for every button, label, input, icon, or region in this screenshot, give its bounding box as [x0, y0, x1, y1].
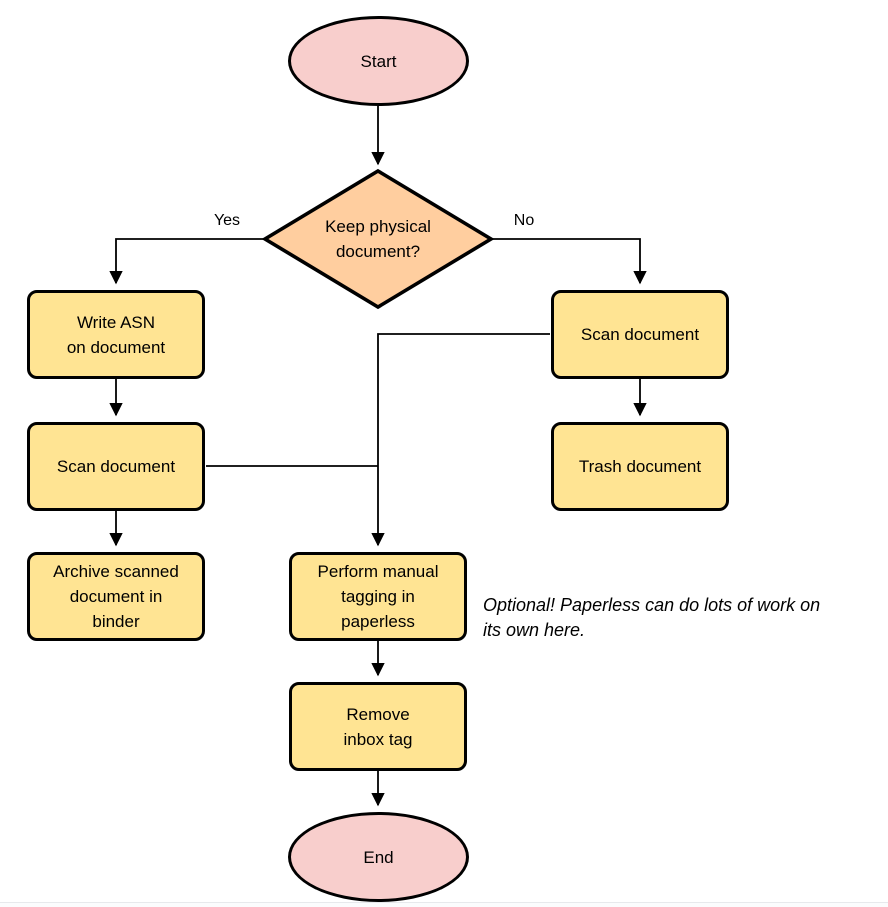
process-scan-document-left: Scan document — [27, 422, 205, 511]
process-trash-document: Trash document — [551, 422, 729, 511]
start-node: Start — [288, 16, 469, 106]
end-label: End — [363, 847, 394, 867]
scan-right-label: Scan document — [580, 325, 700, 344]
trash-label: Trash document — [578, 457, 702, 476]
remove-inbox-label: Remove inbox tag — [343, 704, 413, 749]
edge-decision-to-scan-right — [492, 238, 647, 285]
edge-decision-to-write-asn — [109, 238, 264, 285]
annotation-optional-note: Optional! Paperless can do lots of work … — [483, 595, 821, 640]
archive-label: Archive scanned document in binder — [53, 562, 179, 631]
process-manual-tagging: Perform manual tagging in paperless — [289, 552, 467, 641]
process-archive-document: Archive scanned document in binder — [27, 552, 205, 641]
process-scan-document-right: Scan document — [551, 290, 729, 379]
tagging-label: Perform manual tagging in paperless — [317, 562, 439, 631]
page-bottom-edge — [0, 902, 888, 907]
edge-label-no: No — [513, 212, 535, 229]
decision-label: Keep physical document? — [325, 217, 431, 261]
process-write-asn: Write ASN on document — [27, 290, 205, 379]
write-asn-label: Write ASN on document — [66, 312, 166, 357]
start-label: Start — [360, 51, 397, 71]
edge-scan-right-to-tagging — [371, 333, 550, 547]
process-remove-inbox-tag: Remove inbox tag — [289, 682, 467, 771]
scan-left-label: Scan document — [56, 457, 176, 476]
decision-diamond — [261, 168, 495, 310]
end-node: End — [288, 812, 469, 902]
decision-node: Keep physical document? — [266, 172, 490, 306]
edge-label-yes: Yes — [213, 212, 241, 229]
